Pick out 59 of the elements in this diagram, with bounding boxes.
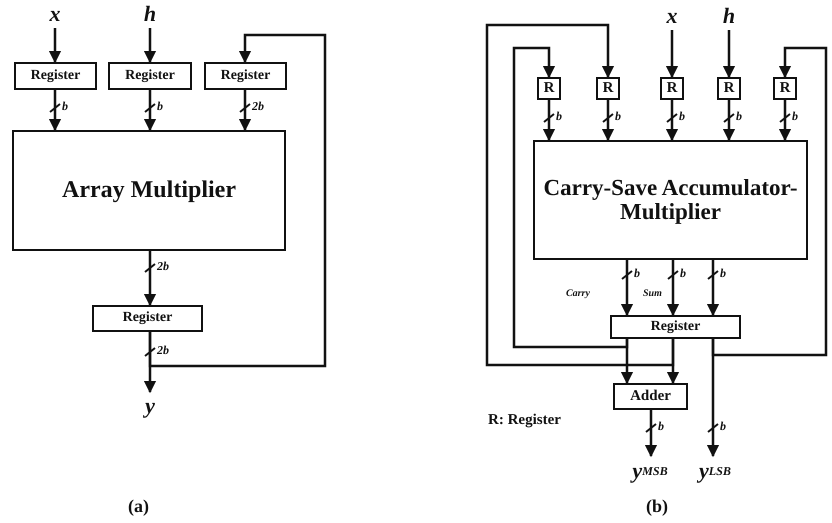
adder-box: Adder bbox=[613, 383, 688, 410]
arrow bbox=[644, 410, 658, 458]
input-variable: x bbox=[45, 0, 65, 28]
edge-label: 2b bbox=[251, 100, 265, 113]
input-variable: h bbox=[719, 2, 739, 30]
arrow bbox=[542, 100, 556, 142]
signal-label: Carry bbox=[566, 288, 590, 299]
edge-label: b bbox=[614, 110, 622, 123]
multiplier-box: Carry-Save Accumulator-Multiplier bbox=[533, 140, 808, 260]
arrow bbox=[144, 28, 156, 64]
edge-label: 2b bbox=[156, 344, 170, 357]
arrow bbox=[666, 100, 678, 142]
edge-label: b bbox=[678, 110, 686, 123]
edge-label: b bbox=[61, 100, 69, 113]
arrow bbox=[620, 260, 634, 316]
arrow bbox=[48, 90, 62, 132]
edge-label: 2b bbox=[156, 260, 170, 273]
register-box: Register bbox=[204, 62, 287, 90]
arrow bbox=[144, 90, 156, 132]
edge-label: b bbox=[735, 110, 743, 123]
panel-caption: (a) bbox=[128, 496, 149, 517]
register-box: Register bbox=[14, 62, 97, 90]
legend-note: R: Register bbox=[488, 412, 561, 429]
edge-label: b bbox=[156, 100, 164, 113]
arrow bbox=[666, 30, 678, 78]
arrow bbox=[486, 24, 674, 366]
arrow bbox=[144, 251, 156, 306]
panel-caption: (b) bbox=[646, 496, 668, 517]
arrow bbox=[238, 90, 252, 132]
arrow bbox=[512, 46, 628, 348]
edge-label: b bbox=[719, 420, 727, 433]
register-box: Register bbox=[610, 315, 741, 339]
arrow bbox=[148, 34, 326, 368]
input-variable: h bbox=[140, 0, 160, 28]
register-box: R bbox=[773, 77, 797, 100]
edge-label: b bbox=[555, 110, 563, 123]
edge-label: b bbox=[679, 267, 687, 280]
register-box: Register bbox=[108, 62, 192, 90]
arrow bbox=[666, 260, 680, 316]
edge-label: b bbox=[657, 420, 665, 433]
input-variable: x bbox=[662, 2, 682, 30]
edge-label: b bbox=[719, 267, 727, 280]
arrow bbox=[48, 28, 62, 64]
arrow bbox=[602, 100, 614, 142]
register-box: R bbox=[717, 77, 741, 100]
output-variable: y bbox=[140, 392, 160, 420]
arrow bbox=[778, 100, 792, 142]
edge-label: b bbox=[791, 110, 799, 123]
signal-label: Sum bbox=[643, 288, 662, 299]
edge-label: b bbox=[633, 267, 641, 280]
multiplier-box: Array Multiplier bbox=[12, 130, 286, 251]
register-box: R bbox=[596, 77, 620, 100]
arrow bbox=[712, 46, 828, 356]
arrow bbox=[722, 30, 736, 78]
register-box: R bbox=[537, 77, 561, 100]
register-box: R bbox=[660, 77, 684, 100]
arrow bbox=[722, 100, 736, 142]
arrow bbox=[706, 260, 720, 316]
register-box: Register bbox=[92, 305, 203, 332]
